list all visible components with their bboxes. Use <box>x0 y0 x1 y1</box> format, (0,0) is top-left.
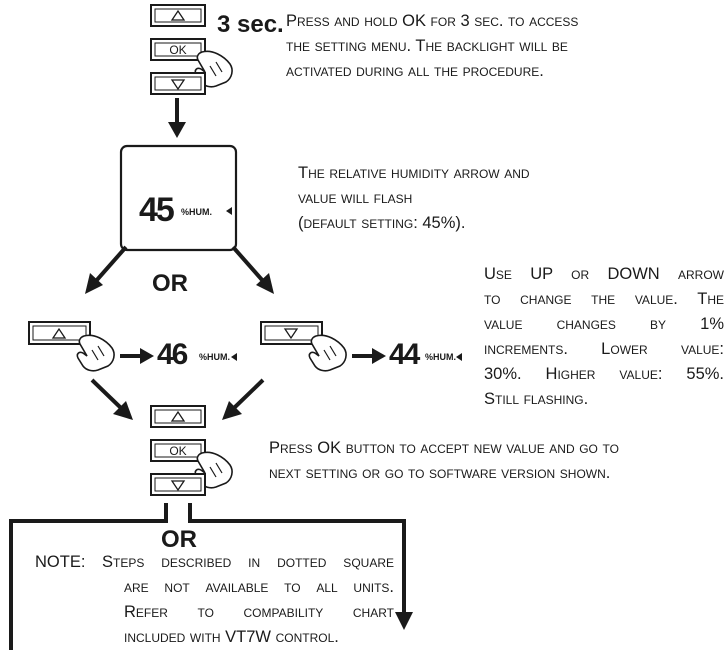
note-text: Steps described in dotted square are not… <box>102 550 394 650</box>
adjust-line: increments. Lower value: <box>484 340 724 358</box>
up-arrow-icon <box>170 410 186 422</box>
step1-line: Press and hold OK for 3 sec. to access <box>286 12 579 30</box>
up-arrow-icon <box>51 327 67 339</box>
display-instructions: The relative humidity arrow and value wi… <box>298 161 530 236</box>
down-arrow-icon <box>283 328 299 340</box>
adjust-line: Still flashing. <box>484 390 589 408</box>
note-line: Refer to compability chart <box>124 603 394 621</box>
adjust-line: 30%. Higher value: 55%. <box>484 365 724 383</box>
down-arrow-icon <box>170 480 186 492</box>
pressing-hand-icon <box>76 334 115 372</box>
ok-key-top[interactable]: OK <box>150 38 206 61</box>
ok-key-label: OK <box>169 444 186 458</box>
step1-line: activated during all the procedure. <box>286 62 544 80</box>
arrow-right-converge <box>222 378 265 420</box>
hum-arrow-icon-up <box>231 353 237 361</box>
down-result-value: 44 <box>389 338 420 371</box>
down-arrow-icon <box>170 79 186 91</box>
display-line: The relative humidity arrow and <box>298 164 530 182</box>
arrow-left-converge <box>90 378 133 420</box>
down-key-adjust[interactable] <box>260 321 323 345</box>
up-key-adjust[interactable] <box>28 321 91 345</box>
display-humidity-value: 45 <box>139 191 175 229</box>
accept-instructions: Press OK button to accept new value and … <box>269 436 619 486</box>
ok-key-accept[interactable]: OK <box>150 439 206 462</box>
up-key-top[interactable] <box>150 4 206 27</box>
display-line: (default setting: 45%). <box>298 214 466 232</box>
step1-instructions: Press and hold OK for 3 sec. to access t… <box>286 9 578 84</box>
down-key-top[interactable] <box>150 72 206 95</box>
adjust-instructions: Use UP or DOWN arrow to change the value… <box>484 262 724 412</box>
display-humidity-unit: %HUM. <box>181 207 212 217</box>
note-label: NOTE: <box>35 553 86 571</box>
adjust-line: to change the value. The <box>484 290 724 308</box>
arrow-down-to-display <box>168 98 186 138</box>
adjust-line: value changes by 1% <box>484 315 724 333</box>
note-line: included with VT7W control. <box>124 628 339 646</box>
accept-line: Press OK button to accept new value and … <box>269 439 619 457</box>
ok-key-label: OK <box>169 43 186 57</box>
accept-line: next setting or go to software version s… <box>269 464 611 482</box>
arrow-to-down-value <box>352 348 386 364</box>
note-line: are not available to all units. <box>124 578 394 596</box>
display-screen <box>119 144 238 252</box>
adjust-line: Use UP or DOWN arrow <box>484 265 724 283</box>
pressing-hand-icon <box>308 334 347 372</box>
note-line: Steps described in dotted square <box>102 553 394 571</box>
bottom-flow-lines <box>9 503 413 650</box>
down-key-accept[interactable] <box>150 473 206 496</box>
up-result-value: 46 <box>157 338 188 371</box>
step1-line: the setting menu. The backlight will be <box>286 37 568 55</box>
hum-arrow-icon-display <box>226 207 232 215</box>
down-result-unit: %HUM. <box>425 352 456 362</box>
arrow-to-up-value <box>120 348 154 364</box>
or-label-top: OR <box>152 270 188 297</box>
arrow-right-diverge <box>231 245 274 294</box>
up-key-accept[interactable] <box>150 405 206 428</box>
arrow-left-diverge <box>85 245 128 294</box>
up-result-unit: %HUM. <box>199 352 230 362</box>
hum-arrow-icon-down <box>456 353 462 361</box>
display-line: value will flash <box>298 189 413 207</box>
up-arrow-icon <box>170 9 186 21</box>
hold-duration-label: 3 sec. <box>217 11 284 38</box>
or-label-bottom: OR <box>161 526 197 553</box>
